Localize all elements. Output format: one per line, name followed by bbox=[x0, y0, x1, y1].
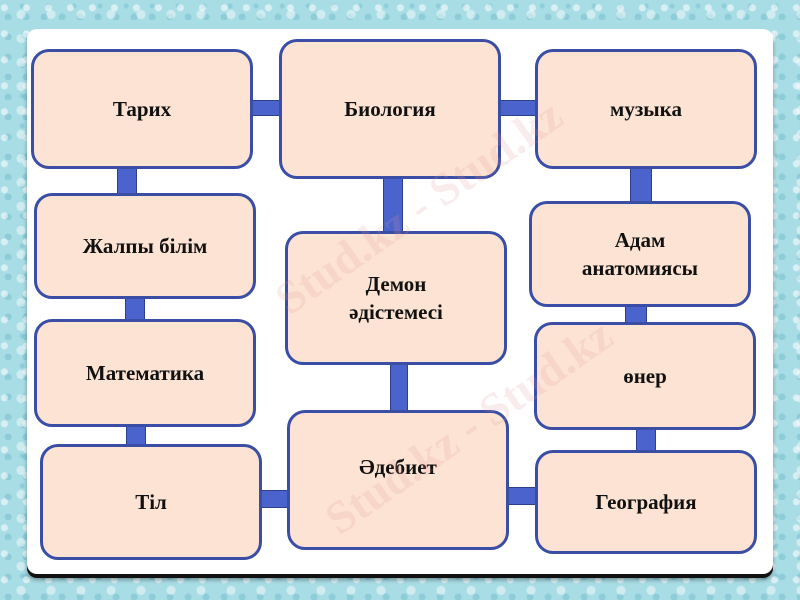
node-tarikh[interactable]: Тарих bbox=[31, 49, 253, 169]
node-matematika[interactable]: Математика bbox=[34, 319, 256, 427]
node-label: Әдебиет bbox=[359, 455, 437, 479]
node-label: Математика bbox=[85, 361, 205, 385]
node-label: Биология bbox=[344, 97, 436, 121]
node-muzyka[interactable]: музыка bbox=[535, 49, 757, 169]
connector-tarikh-zhalpy bbox=[117, 166, 137, 196]
node-adebiet[interactable]: Әдебиет bbox=[287, 410, 509, 550]
node-label-line1: Адам bbox=[614, 228, 666, 252]
node-adam-anatomiyasy[interactable]: Адам анатомиясы bbox=[529, 201, 751, 307]
node-label-line1: Демон bbox=[365, 272, 427, 296]
node-label: Жалпы білім bbox=[82, 234, 208, 258]
connector-biologiya-muzyka bbox=[500, 100, 538, 116]
node-geografiya[interactable]: География bbox=[535, 450, 757, 554]
node-label: География bbox=[595, 490, 697, 514]
node-demon-adistemesi[interactable]: Демон әдістемесі bbox=[285, 231, 507, 365]
node-label-line2: анатомиясы bbox=[581, 256, 699, 280]
node-label-line2: әдістемесі bbox=[349, 300, 443, 324]
node-oner[interactable]: өнер bbox=[534, 322, 756, 430]
connector-muzyka-adam bbox=[630, 165, 652, 203]
node-label: Тарих bbox=[112, 97, 172, 121]
node-biologiya[interactable]: Биология bbox=[279, 39, 501, 179]
node-zhalpy-bilim[interactable]: Жалпы білім bbox=[34, 193, 256, 299]
connector-demon-adebiet bbox=[390, 362, 408, 414]
node-label: өнер bbox=[623, 364, 667, 388]
node-label: музыка bbox=[610, 97, 682, 121]
connector-biologiya-demon bbox=[383, 176, 403, 232]
node-label: Тіл bbox=[135, 490, 167, 514]
node-til[interactable]: Тіл bbox=[40, 444, 262, 560]
